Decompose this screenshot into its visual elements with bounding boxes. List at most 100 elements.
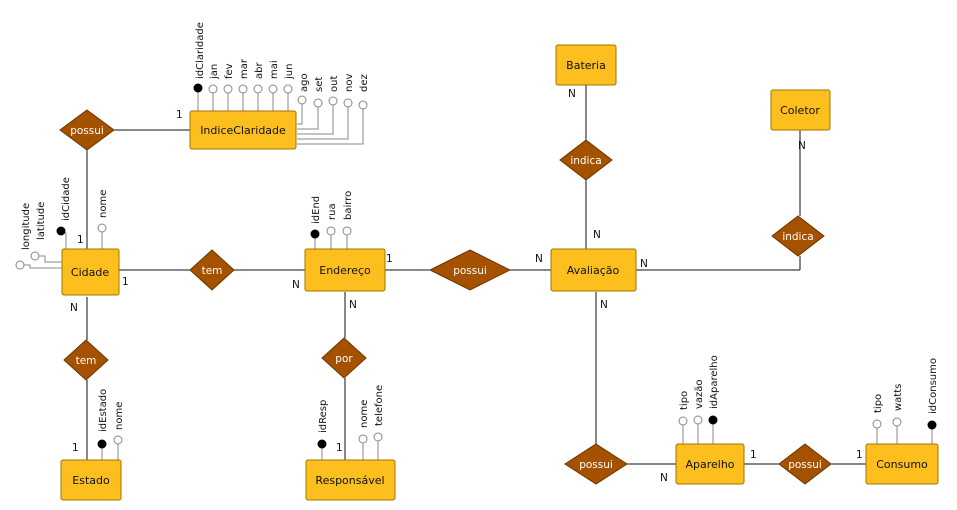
relationship-label: tem: [202, 265, 223, 277]
key-attribute-marker: [56, 226, 66, 236]
attribute-label: out: [329, 76, 340, 92]
entity-label: Bateria: [566, 59, 606, 72]
cardinality-label: N: [70, 302, 78, 314]
attribute-marker: [693, 415, 703, 425]
attribute-label: vazão: [694, 379, 705, 409]
attribute-marker: [343, 98, 353, 108]
attribute-marker: [373, 432, 383, 442]
entity-label: Consumo: [876, 458, 928, 471]
attribute-marker: [872, 419, 882, 429]
entity-aparelho[interactable]: Aparelho: [675, 443, 745, 485]
cardinality-label: N: [568, 88, 576, 100]
key-attribute-marker: [193, 83, 203, 93]
entity-bateria[interactable]: Bateria: [555, 44, 617, 86]
attribute-marker: [30, 251, 40, 261]
key-attribute-marker: [708, 415, 718, 425]
entity-cidade[interactable]: Cidade: [61, 248, 120, 296]
attribute-label: rua: [327, 203, 338, 220]
cardinality-label: 1: [72, 442, 79, 454]
entity-label: Avaliação: [567, 264, 620, 277]
attribute-marker: [326, 226, 336, 236]
cardinality-label: N: [798, 140, 806, 152]
entity-label: Endereço: [319, 264, 371, 277]
attribute-marker: [208, 84, 218, 94]
cardinality-label: N: [600, 299, 608, 311]
attribute-marker: [223, 84, 233, 94]
attribute-label: latitude: [36, 202, 47, 240]
relationship-tem-endereco[interactable]: tem: [189, 249, 235, 291]
attribute-label: nome: [98, 190, 109, 218]
entity-responsavel[interactable]: Responsável: [305, 459, 396, 501]
attribute-label: jan: [209, 64, 220, 80]
relationship-possui-avaliacao[interactable]: possui: [428, 249, 512, 291]
attribute-marker: [328, 96, 338, 106]
relationship-label: possui: [788, 459, 822, 471]
attribute-marker: [268, 84, 278, 94]
relationship-lines: [86, 85, 866, 465]
cardinality-label: 1: [77, 234, 84, 246]
cardinality-label: 1: [122, 276, 129, 288]
cardinality-label: N: [349, 299, 357, 311]
attribute-marker: [97, 223, 107, 233]
attribute-label: idConsumo: [928, 358, 939, 414]
entity-label: IndiceClaridade: [200, 124, 286, 137]
entity-estado[interactable]: Estado: [60, 459, 122, 501]
cardinality-label: N: [593, 229, 601, 241]
cardinality-label: 1: [386, 253, 393, 265]
relationship-possui-indice[interactable]: possui: [59, 109, 115, 151]
attribute-label: idEnd: [311, 196, 322, 224]
relationship-label: possui: [453, 265, 487, 277]
attribute-label: tipo: [873, 394, 884, 413]
attribute-marker: [253, 84, 263, 94]
relationship-label: possui: [70, 125, 104, 137]
attribute-label: fev: [224, 63, 235, 79]
relationship-possui-consumo[interactable]: possui: [778, 443, 832, 485]
attribute-marker: [113, 435, 123, 445]
entity-consumo[interactable]: Consumo: [865, 443, 939, 485]
entity-avaliacao[interactable]: Avaliação: [550, 248, 637, 292]
attribute-label: tipo: [679, 391, 690, 410]
attribute-markers: [15, 83, 937, 449]
attribute-marker: [358, 100, 368, 110]
relationship-indica-coletor[interactable]: indica: [771, 215, 825, 257]
entity-coletor[interactable]: Coletor: [770, 89, 831, 131]
key-attribute-marker: [97, 439, 107, 449]
relationship-possui-aparelho[interactable]: possui: [564, 443, 628, 485]
relationship-tem-estado[interactable]: tem: [63, 339, 109, 381]
attribute-label: nov: [344, 74, 355, 92]
attribute-marker: [297, 95, 307, 105]
entity-label: Cidade: [71, 266, 109, 279]
attribute-marker: [678, 416, 688, 426]
attribute-marker: [313, 98, 323, 108]
attribute-label: mar: [239, 58, 250, 79]
attribute-label: idClaridade: [195, 22, 206, 79]
entity-label: Aparelho: [685, 458, 734, 471]
attribute-label: abr: [254, 62, 265, 79]
cardinality-labels: 1 1 1 N 1 N N N N N N 1 N 1 N N 1 1: [70, 88, 863, 484]
attribute-label: jun: [284, 64, 295, 80]
attribute-marker: [238, 84, 248, 94]
attribute-marker: [283, 84, 293, 94]
attribute-label: longitude: [21, 203, 32, 250]
cardinality-label: N: [535, 253, 543, 265]
attribute-label: idEstado: [98, 389, 109, 432]
entity-endereco[interactable]: Endereço: [304, 248, 386, 292]
cardinality-label: 1: [336, 442, 343, 454]
relationship-label: por: [335, 353, 353, 365]
attribute-marker: [15, 260, 25, 270]
cardinality-label: 1: [176, 109, 183, 121]
relationship-indica-bateria[interactable]: indica: [559, 139, 613, 181]
attribute-label: mai: [269, 60, 280, 79]
attribute-marker: [892, 417, 902, 427]
entity-indice-claridade[interactable]: IndiceClaridade: [189, 110, 297, 150]
relationship-por-responsavel[interactable]: por: [321, 337, 367, 379]
relationship-label: indica: [782, 231, 813, 243]
attribute-label: watts: [893, 384, 904, 411]
attribute-label: idAparelho: [709, 355, 720, 409]
key-attribute-marker: [927, 420, 937, 430]
cardinality-label: 1: [750, 449, 757, 461]
cardinality-label: 1: [856, 449, 863, 461]
attribute-labels: idClaridade jan fev mar abr mai jun ago …: [21, 22, 939, 433]
attribute-label: ago: [299, 73, 310, 92]
